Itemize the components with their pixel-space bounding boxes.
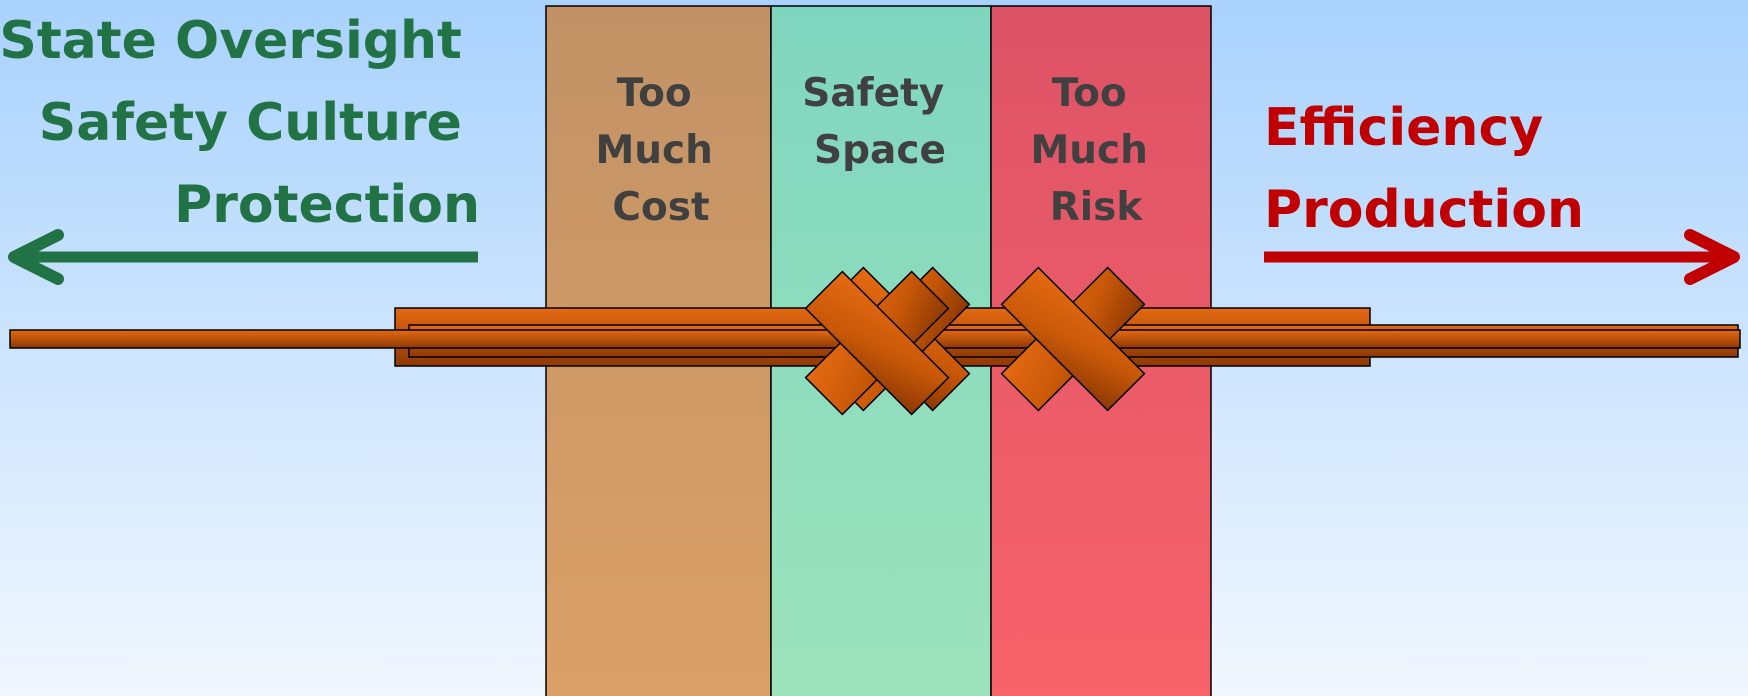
left-side-line: Protection [174,175,480,235]
zone-label-cost-line: Much [595,128,712,173]
left-side-line: Safety Culture [39,93,462,153]
zone-label-risk-line: Risk [1050,185,1144,230]
left-side-line: State Oversight [0,11,462,71]
zone-label-cost-line: Cost [612,185,709,230]
right-side-line: Efficiency [1264,98,1543,158]
right-side-line: Production [1264,180,1584,240]
zone-label-risk-line: Too [1052,71,1127,116]
zone-label-safety-line: Safety [802,71,944,116]
zone-label-risk-line: Much [1030,128,1147,173]
zone-label-safety-line: Space [814,128,946,173]
zone-label-cost-line: Too [617,71,692,116]
